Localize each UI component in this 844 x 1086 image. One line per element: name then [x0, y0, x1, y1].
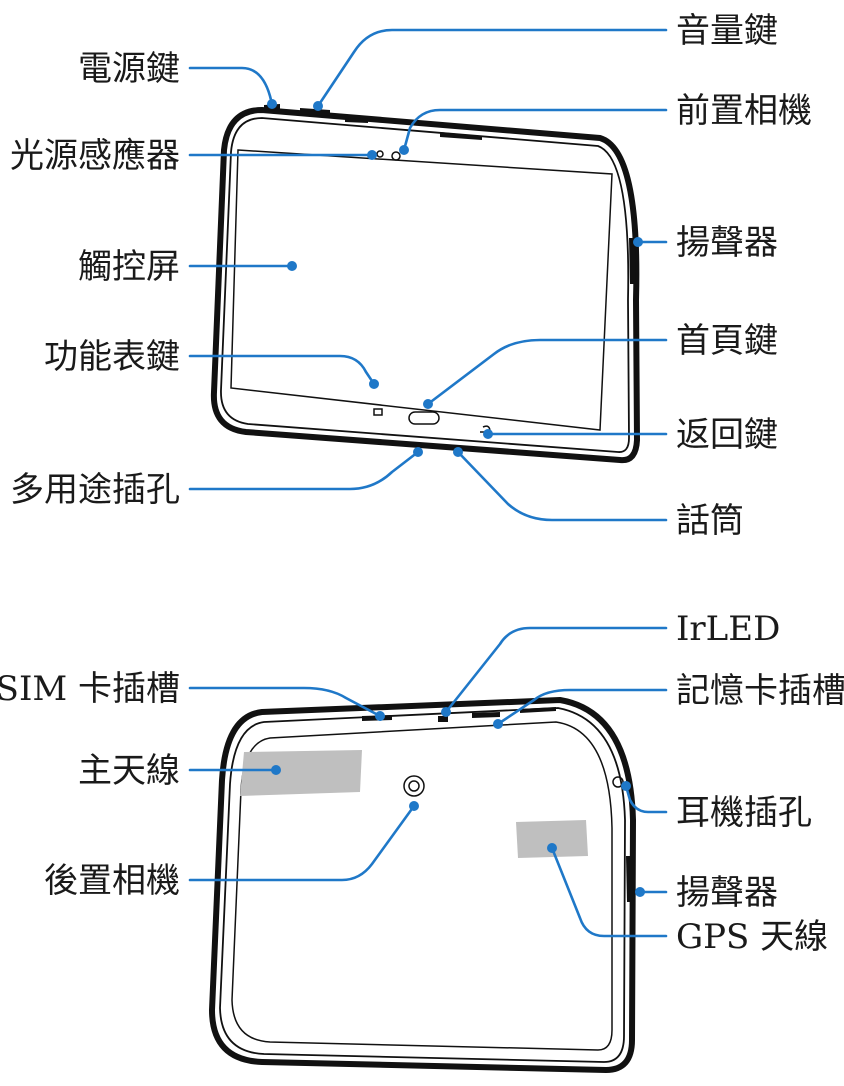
leader-irled — [444, 626, 668, 714]
label-front-camera: 前置相機 — [676, 91, 812, 131]
dot-back-key — [483, 429, 493, 439]
label-back-speaker: 揚聲器 — [676, 873, 778, 913]
volume-key-part — [300, 108, 330, 116]
label-sim-card-slot: SIM 卡插槽 — [0, 669, 180, 709]
label-microphone: 話筒 — [676, 501, 744, 541]
leader-volume-key — [316, 28, 668, 108]
label-main-antenna: 主天線 — [78, 751, 180, 791]
leader-microphone — [456, 450, 668, 522]
dot-microphone — [453, 447, 463, 457]
dot-gps-antenna — [547, 843, 557, 853]
dot-power-key — [267, 99, 277, 109]
dot-irled — [441, 707, 451, 717]
front-speaker-grille — [629, 238, 636, 284]
menu-key-icon — [373, 408, 383, 416]
dot-earphone-jack — [621, 781, 631, 791]
dot-multipurpose-jack — [413, 447, 423, 457]
touch-screen-area — [230, 149, 613, 431]
label-rear-camera: 後置相機 — [44, 861, 180, 901]
leader-menu-key — [188, 354, 376, 386]
front-camera-lens — [391, 151, 401, 161]
irled-part — [438, 716, 448, 722]
dot-volume-key — [313, 101, 323, 111]
dot-sim-card-slot — [375, 711, 385, 721]
back-device-body — [209, 697, 636, 1073]
label-earphone-jack: 耳機插孔 — [676, 793, 812, 833]
dot-front-camera — [399, 145, 409, 155]
dot-touch-screen — [287, 261, 297, 271]
tablet-front-view — [210, 104, 640, 464]
top-edge-slot — [345, 118, 368, 123]
back-top-edge-slot — [520, 707, 556, 713]
leader-front-camera — [402, 108, 668, 152]
tablet-back-view — [209, 697, 636, 1073]
label-back-key: 返回鍵 — [676, 415, 778, 455]
label-light-sensor: 光源感應器 — [10, 136, 180, 176]
dot-menu-key — [369, 379, 379, 389]
memory-card-slot-part — [472, 712, 500, 718]
leader-power-key — [188, 66, 274, 106]
front-device-body — [210, 107, 640, 464]
label-multipurpose-jack: 多用途插孔 — [10, 470, 180, 510]
leader-gps-antenna — [550, 846, 668, 938]
leader-earphone-jack — [624, 784, 668, 814]
leader-home-key — [426, 338, 668, 406]
leader-memory-card-slot — [496, 688, 668, 726]
dot-memory-card-slot — [493, 719, 503, 729]
label-irled: IrLED — [676, 609, 780, 649]
dot-back-speaker — [635, 887, 645, 897]
back-device-rim — [219, 707, 626, 1063]
label-menu-key: 功能表鍵 — [44, 337, 180, 377]
light-sensor-part — [376, 150, 384, 158]
label-front-speaker: 揚聲器 — [676, 223, 778, 263]
gps-antenna-area — [516, 820, 588, 858]
dot-home-key — [423, 399, 433, 409]
label-gps-antenna: GPS 天線 — [676, 917, 828, 957]
label-memory-card-slot: 記憶卡插槽 — [676, 671, 844, 711]
dot-front-speaker — [633, 237, 643, 247]
label-volume-key: 音量鍵 — [676, 11, 778, 51]
home-key-part — [408, 411, 440, 425]
leader-sim-card-slot — [188, 686, 382, 718]
main-antenna-area — [240, 750, 362, 796]
rear-camera-outer-ring — [403, 775, 425, 797]
top-edge-slot-2 — [440, 132, 482, 140]
dot-light-sensor — [367, 150, 377, 160]
leader-multipurpose-jack — [188, 450, 420, 491]
leader-rear-camera — [188, 804, 416, 882]
front-device-bezel — [220, 117, 630, 453]
dot-rear-camera — [409, 801, 419, 811]
dot-main-antenna — [271, 765, 281, 775]
rear-camera-lens — [408, 780, 420, 792]
label-touch-screen: 觸控屏 — [78, 247, 180, 287]
label-home-key: 首頁鍵 — [676, 321, 778, 361]
label-power-key: 電源鍵 — [78, 49, 180, 89]
back-speaker-grille — [626, 856, 635, 902]
